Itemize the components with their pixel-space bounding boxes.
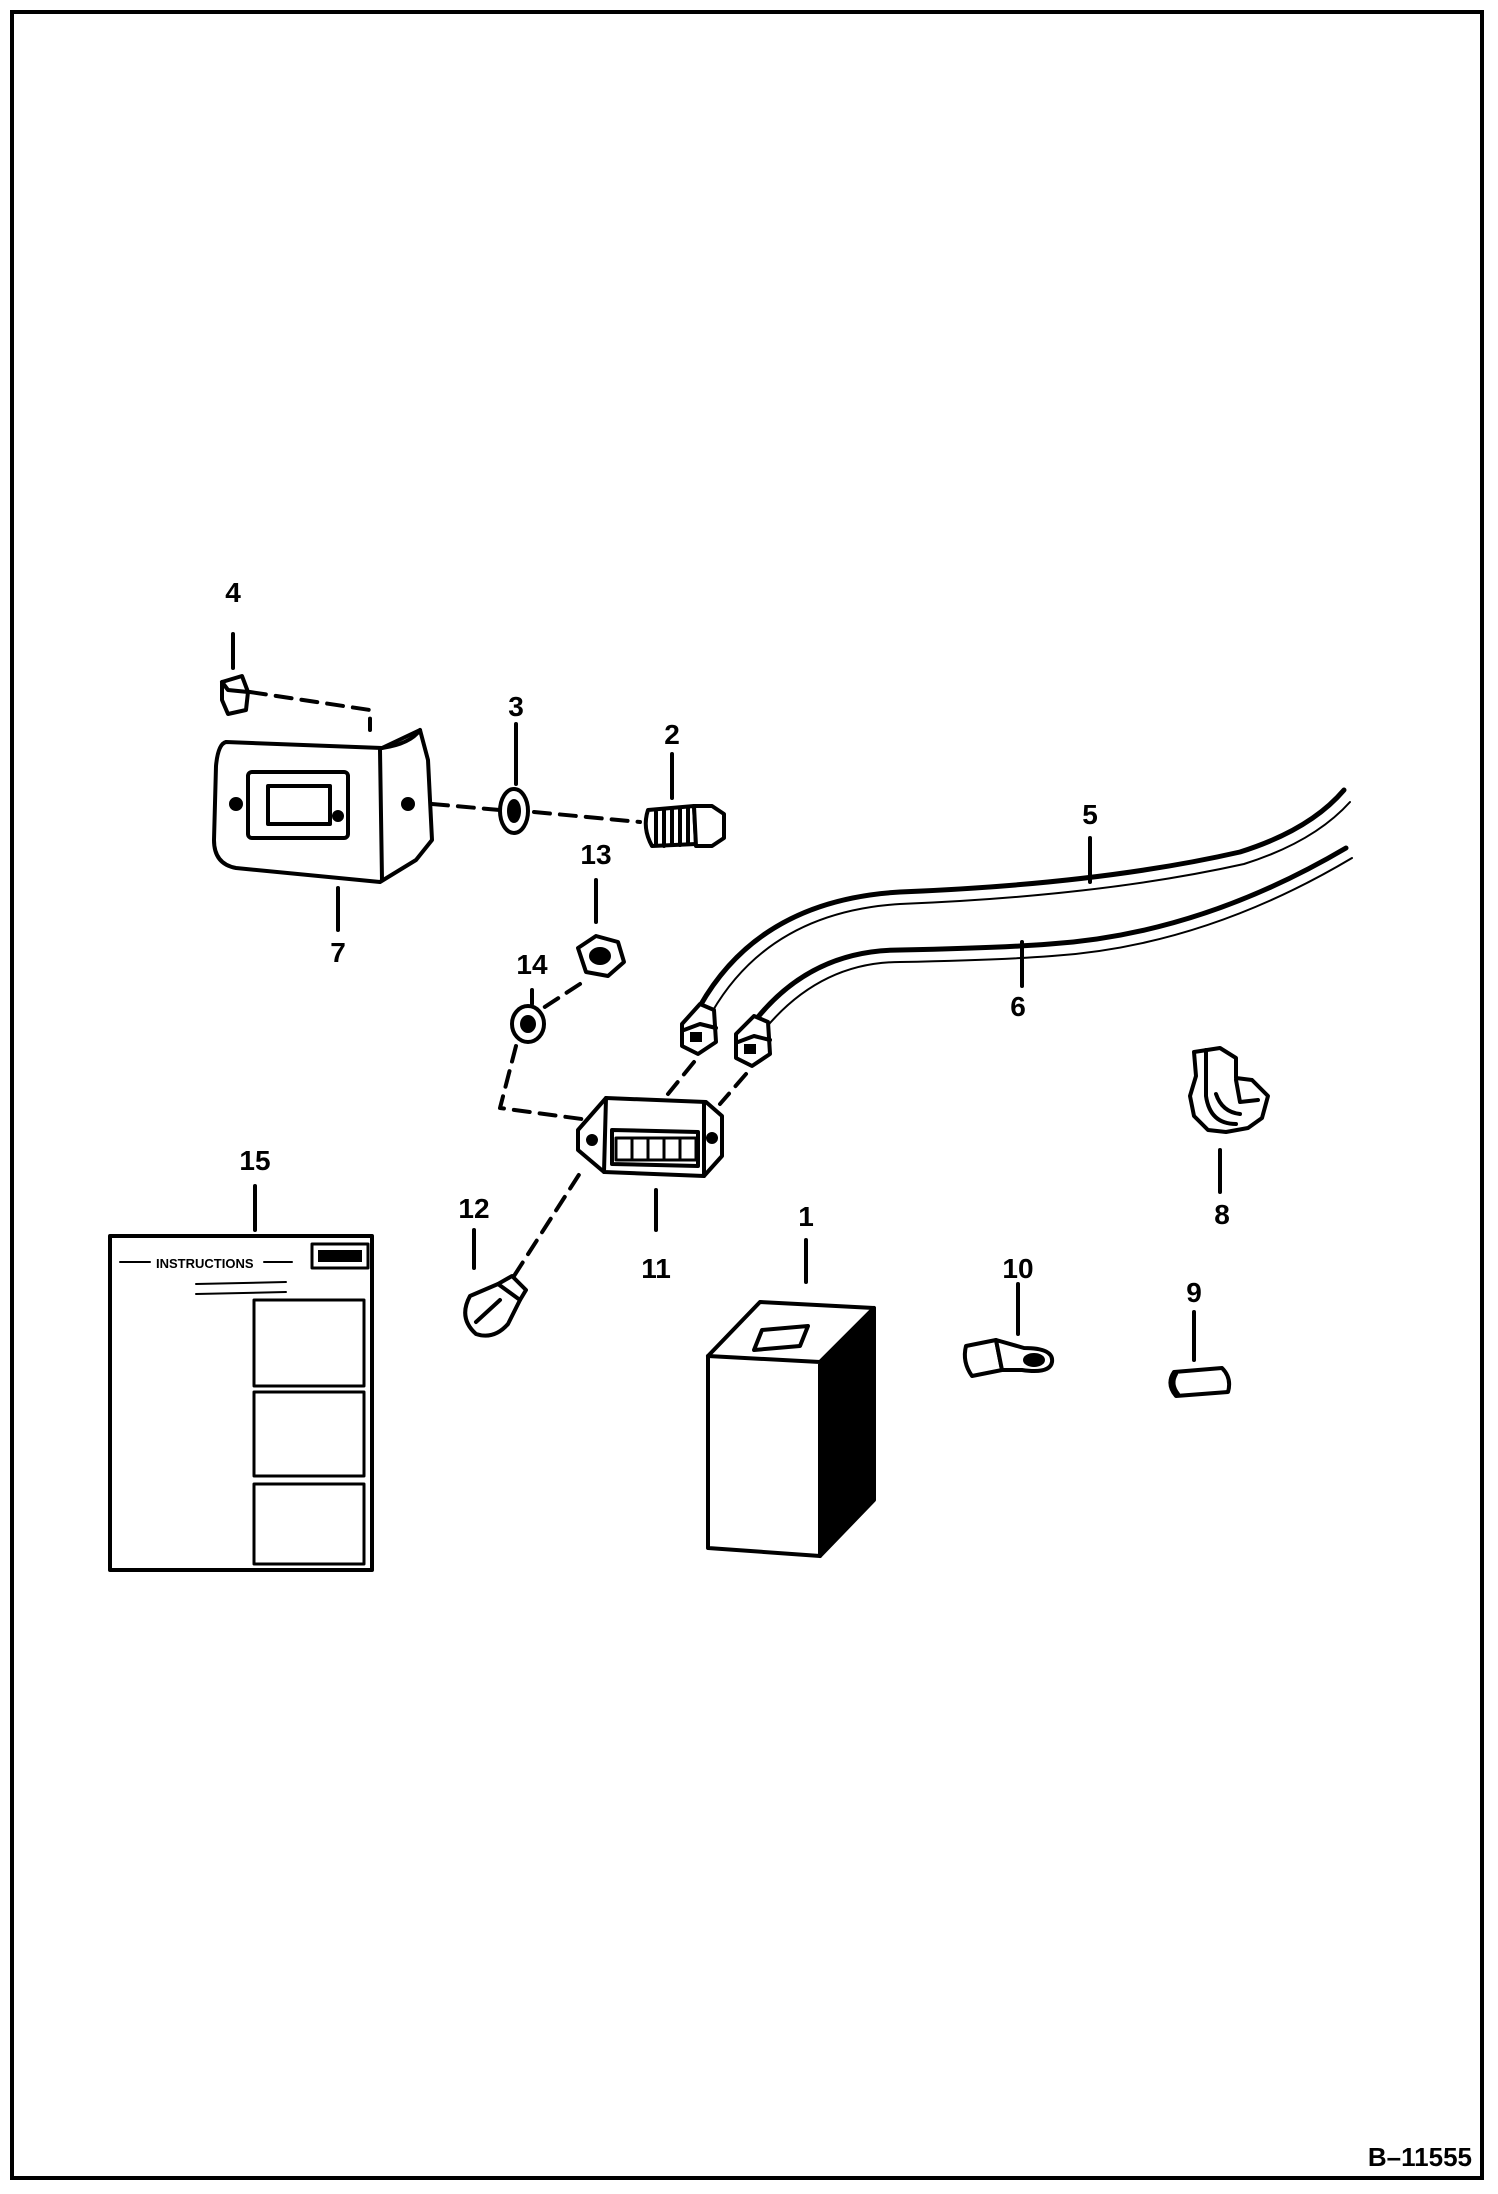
dashed-line-5-11	[666, 1060, 696, 1096]
callout-4: 4	[225, 577, 241, 608]
dashed-line-2-3	[430, 802, 642, 824]
figure-reference: B–11555	[1368, 2142, 1472, 2172]
part-9-splice	[1168, 1366, 1232, 1398]
dashed-line-4	[248, 690, 372, 732]
callout-6: 6	[1010, 991, 1026, 1022]
part-14-washer	[510, 1004, 546, 1044]
part-4-nut	[220, 674, 250, 716]
callout-14: 14	[516, 949, 548, 980]
part-2-bolt	[643, 804, 726, 848]
part-6-wire	[751, 845, 1353, 1031]
part-10-ring-terminal	[962, 1338, 1055, 1378]
part-15-instruction-sheet	[108, 1234, 374, 1572]
callout-3: 3	[508, 691, 524, 722]
callout-13: 13	[580, 839, 611, 870]
callout-5: 5	[1082, 799, 1098, 830]
callout-7: 7	[330, 937, 346, 968]
part-11-hour-meter	[576, 1096, 724, 1178]
callout-8: 8	[1214, 1199, 1230, 1230]
callout-10: 10	[1002, 1253, 1033, 1284]
dashed-line-6-11	[718, 1072, 748, 1106]
wire-terminal-6	[734, 1014, 772, 1068]
part-5-wire	[697, 787, 1351, 1013]
part-8-clip	[1188, 1046, 1270, 1134]
dashed-line-13-14-11	[498, 982, 606, 1124]
callout-1: 1	[798, 1201, 814, 1232]
part-7-bracket	[212, 728, 434, 884]
part-1-box	[706, 1300, 876, 1558]
instruction-sheet-heading: INSTRUCTIONS	[156, 1256, 254, 1271]
part-13-nut	[576, 934, 626, 978]
part-3-washer	[498, 787, 530, 835]
dashed-line-12-11	[512, 1168, 584, 1278]
callout-9: 9	[1186, 1277, 1202, 1308]
callout-15: 15	[239, 1145, 270, 1176]
wire-terminal-5	[680, 1002, 718, 1056]
part-12-screw	[463, 1274, 528, 1338]
callout-11: 11	[641, 1253, 671, 1284]
callout-12: 12	[458, 1193, 489, 1224]
callout-2: 2	[664, 719, 680, 750]
